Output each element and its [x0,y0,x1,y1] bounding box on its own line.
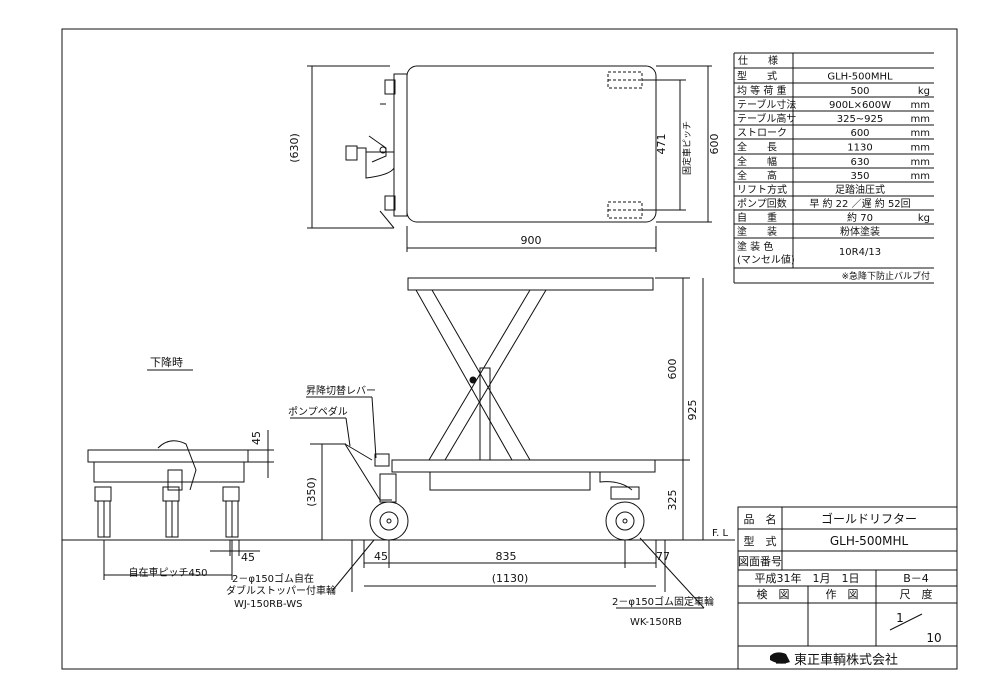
spec-row-label: 全 高 [737,169,777,182]
spec-row-unit: kg [918,213,930,224]
label-swivel-pitch: 自在車ピッチ450 [128,566,207,579]
label-lever: 昇降切替レバー [306,384,376,397]
spec-row-value: 630 [850,157,869,168]
spec-row-label: 塗 装 色 [737,240,773,253]
tb-checked-label: 検 図 [757,587,790,601]
spec-row-value: 早 約 22 ／遅 約 52回 [809,197,910,210]
side-table [407,277,654,291]
tb-date: 平成31年 1月 1日 [755,571,860,585]
lowered-view-title: 下降時 [150,355,183,369]
spec-row-label: ストローク [737,127,787,139]
spec-row-value: 約 70 [847,211,873,224]
top-view-frame [393,73,408,217]
spec-row-label: 自 重 [737,211,777,224]
dim-total-length: (1130) [492,572,529,585]
lowered-table [87,449,249,463]
spec-row-label: 均 等 荷 重 [737,84,787,97]
dim-handle-height: (350) [305,477,318,507]
swivel-caster-line3: WJ-150RB-WS [234,599,302,610]
tb-model: GLH-500MHL [830,534,909,548]
tb-drawing-no-label: 図面番号 [738,555,782,568]
spec-row-unit: mm [911,128,930,139]
sheet-border [61,28,958,670]
spec-row-label: ポンプ回数 [737,197,787,210]
spec-rows: 型 式 GLH-500MHL 均 等 荷 重 500 kg テーブル寸法 900L×600W… [737,70,930,267]
dim-overall-width: (630) [288,133,301,163]
top-view-table [406,65,657,223]
tb-sheet-no: B－4 [903,572,929,585]
scissor-arm-a [415,289,531,461]
dim-front-offset: 45 [374,550,388,563]
tb-product-name: ゴールドリフター [821,511,917,526]
tb-scale-label: 尺 度 [900,587,933,601]
label-caster-pitch: 固定車ピッチ [681,121,693,175]
front-wheel [369,501,409,541]
tb-company: 東正車輌株式会社 [794,652,898,668]
dim-rear-offset: 77 [656,550,670,563]
spec-row-unit: mm [911,171,930,182]
tb-scale-denominator: 10 [926,631,941,645]
spec-row-unit: mm [911,114,930,125]
spec-row-value: 350 [850,171,869,182]
rear-wheel [605,501,645,541]
fixed-caster-line1: 2－φ150ゴム固定車輪 [612,595,714,608]
dim-max-height: 925 [686,400,699,421]
spec-row-label: テーブル高サ [737,112,796,125]
spec-row-value: 600 [850,128,869,139]
spec-row-unit: kg [918,86,930,97]
dim-min-height: 325 [666,490,679,511]
tb-scale-numerator: 1 [896,611,904,625]
spec-header-label: 仕 様 [738,54,778,67]
lowered-casters [94,486,240,538]
dim-wheelbase: 835 [496,550,517,563]
top-view [307,65,712,252]
label-pedal: ポンプペダル [288,405,348,418]
dim-caster-pitch: 471 [655,134,668,155]
side-view [62,277,735,609]
spec-row-unit: mm [911,143,930,154]
company-logo-icon [770,652,790,664]
spec-note: ※急降下防止バルブ付 [841,270,930,282]
spec-row-label: 全 長 [737,141,777,154]
spec-row-label: 型 式 [737,70,777,83]
swivel-caster-line2: ダブルストッパー付車輪 [226,584,336,597]
dim-lowered-offset: 45 [241,551,255,564]
spec-row-value: 900L×600W [829,100,891,111]
spec-row-value: GLH-500MHL [827,72,893,83]
tb-drawn-label: 作 図 [826,588,859,601]
floor-label: F. L [712,528,729,539]
spec-row-value: 足踏油圧式 [835,183,885,196]
spec-row-unit: mm [911,100,930,111]
tb-product-name-label: 品 名 [744,512,777,526]
spec-table-lines [733,52,934,284]
dim-stroke: 600 [666,359,679,380]
dim-table-width: 600 [708,134,721,155]
spec-row-unit: mm [911,157,930,168]
dim-lowered-handle: 45 [250,431,263,445]
side-base [391,459,656,473]
spec-row-label: 全 幅 [737,155,777,168]
spec-row-value: 粉体塗装 [840,225,880,238]
spec-row-label: 塗 装 [737,225,777,238]
spec-row-label: リフト方式 [737,183,787,196]
spec-row-value: 1130 [847,143,872,154]
dim-length: 900 [521,234,542,247]
spec-row-label-sub: (マンセル値) [737,253,795,266]
fixed-caster-line2: WK-150RB [630,617,682,628]
spec-row-value: 10R4/13 [839,247,881,258]
spec-row-value: 500 [850,86,869,97]
spec-row-value: 325~925 [837,114,884,125]
lowered-view [87,369,274,580]
swivel-caster-line1: 2－φ150ゴム自在 [232,572,314,585]
title-block-lines [737,506,958,670]
spec-row-label: テーブル寸法 [737,98,796,111]
tb-model-label: 型 式 [744,534,777,548]
